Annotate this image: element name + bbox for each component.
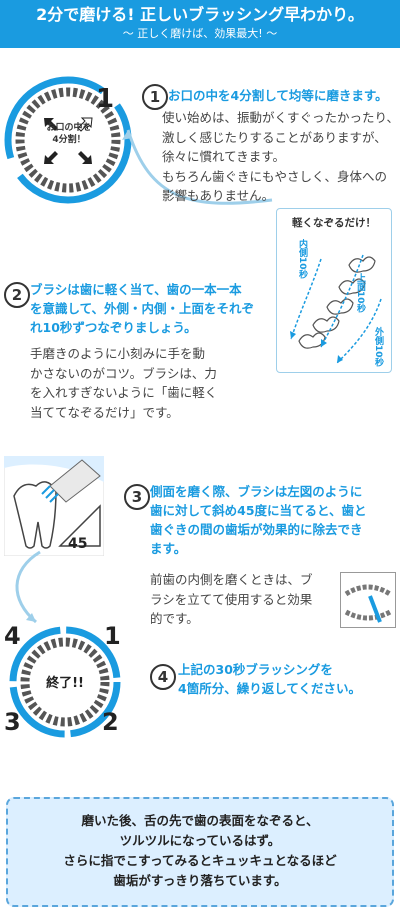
- step-2-heading: ブラシは歯に軽く当て、歯の一本一本 を意識して、外側・内側・上面をそれぞ れ10…: [30, 282, 255, 335]
- tooth-row-illustration: [290, 254, 382, 364]
- front-teeth-inside-illustration: [340, 572, 396, 628]
- step-2-number: 2: [4, 282, 30, 308]
- connector-to-final: [15, 550, 41, 624]
- step-1-heading: お口の中を4分割して均等に磨きます。: [168, 88, 388, 103]
- connector-arrowhead: [122, 130, 132, 140]
- quadrant-number-1-final: 1: [104, 622, 121, 650]
- mouth-quadrant-diagram: [4, 76, 273, 205]
- header-banner: 2分で磨ける! 正しいブラッシング早わかり。 〜 正しく磨けば、効果最大! 〜: [0, 0, 400, 48]
- page-title: 2分で磨ける! 正しいブラッシング早わかり。: [36, 5, 364, 24]
- final-note-line: ツルツルになっているはず。: [119, 833, 281, 848]
- angle-label: 45: [68, 536, 88, 552]
- step-1-number: 1: [142, 84, 168, 110]
- step-4-number: 4: [150, 664, 176, 690]
- page-subtitle: 〜 正しく磨けば、効果最大! 〜: [122, 27, 278, 40]
- final-note-box: 磨いた後、舌の先で歯の表面をなぞると、 ツルツルになっているはず。 さらに指でこ…: [6, 797, 394, 907]
- final-note-line: 磨いた後、舌の先で歯の表面をなぞると、: [81, 813, 319, 828]
- brush-45-illustration: [4, 456, 104, 556]
- final-note-line: さらに指でこすってみるとキュッキュとなるほど: [63, 853, 337, 868]
- quadrant-number-2: 2: [102, 708, 119, 736]
- quadrant-ring-full: [9, 626, 121, 738]
- panel-inner-label: 内側10秒: [297, 239, 307, 279]
- direction-arrows: [44, 117, 93, 164]
- step-3-body: 前歯の内側を磨くときは、ブ ラシを立てて使用すると効果 的です。: [150, 572, 313, 626]
- quadrant-number-4: 4: [4, 622, 21, 650]
- panel-outer-label: 外側10秒: [373, 327, 383, 367]
- quadrant-number-1: 1: [96, 84, 115, 114]
- panel-top-label: 上面10秒: [355, 273, 365, 313]
- teeth-ring-full: [20, 637, 110, 727]
- step-4-heading: 上記の30秒ブラッシングを 4箇所分、繰り返してください。: [178, 662, 361, 696]
- four-quadrant-diagram: [9, 626, 121, 738]
- step-3-heading: 側面を磨く際、ブラシは左図のように 歯に対して斜め45度に当てると、歯と 歯ぐき…: [150, 484, 367, 556]
- step-1-body: 使い始めは、振動がくすぐったかったり、 激しく感じたりすることがありますが、 徐…: [162, 110, 400, 203]
- panel-title: 軽くなぞるだけ！: [292, 217, 376, 229]
- step-3-number: 3: [124, 484, 150, 510]
- teeth-ring: [15, 87, 121, 193]
- finished-label: 終了!!: [46, 676, 84, 691]
- quadrant-number-3: 3: [4, 708, 21, 736]
- mouth-center-label: お口の中を 4分割！: [46, 123, 92, 145]
- step-2-body: 手磨きのように小刻みに手を動 かさないのがコツ。ブラシは、力 を入れすぎないよう…: [30, 346, 218, 420]
- quadrant-ring: [4, 76, 132, 204]
- tracing-panel: 軽くなぞるだけ！ 内側10秒 上面10秒 外側10秒: [276, 208, 392, 373]
- connector-line: [126, 129, 273, 205]
- final-note-line: 歯垢がすっきり落ちています。: [113, 873, 287, 888]
